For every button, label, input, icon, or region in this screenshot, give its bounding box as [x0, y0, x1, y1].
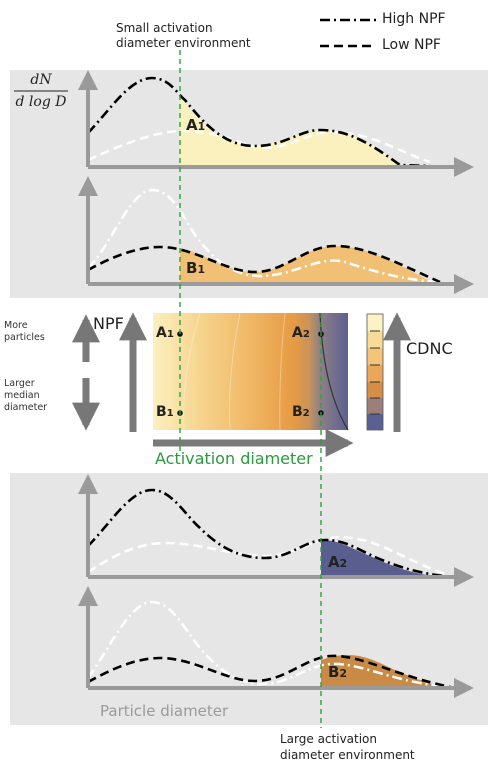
curve-a2-high-npf [87, 488, 456, 579]
cdnc-color-bar [366, 313, 384, 431]
more-particles-line2: particles [4, 332, 45, 343]
curve-b1-low-npf [87, 244, 441, 284]
larger-median-line2: median [4, 390, 40, 401]
panel-b1 [78, 176, 474, 294]
area-b2 [321, 654, 450, 688]
panel-label-b2: B2 [328, 663, 347, 681]
panel-b2 [78, 586, 474, 698]
panel-label-a1: A1 [186, 116, 206, 134]
y-label-numerator: dN [30, 72, 52, 88]
activation-diameter-label: Activation diameter [155, 449, 313, 468]
cdnc-label: CDNC [406, 339, 453, 358]
heat-label-b2: B2 [292, 404, 310, 420]
panel-label-a2: A2 [328, 553, 348, 571]
area-b1 [180, 246, 430, 284]
larger-median-line1: Larger [4, 378, 35, 389]
top-panel-background [10, 70, 488, 298]
more-particles-line1: More [4, 320, 28, 331]
legend-high-npf: High NPF [382, 11, 446, 27]
x-axis-label: Particle diameter [100, 702, 229, 720]
curve-b2-low-npf [87, 654, 456, 690]
curve-a2-low-npf [87, 535, 446, 576]
heat-map [153, 312, 349, 431]
panel-label-b1: B1 [186, 259, 205, 277]
curve-a1-high-npf [87, 76, 431, 168]
heat-label-b1: B1 [156, 404, 174, 420]
top-caption-line2: diameter environment [116, 36, 251, 50]
larger-median-line3: diameter [4, 402, 48, 413]
npf-label: NPF [93, 314, 124, 333]
curve-b2-high-npf [86, 600, 456, 690]
legend-low-npf: Low NPF [382, 37, 441, 53]
bottom-caption-line2: diameter environment [280, 748, 415, 762]
bottom-caption-line1: Large activation [280, 732, 378, 746]
top-caption-line1: Small activation [116, 21, 213, 35]
curve-a1-low-npf [87, 129, 431, 164]
heat-label-a1: A1 [156, 325, 174, 341]
heat-label-a2: A2 [292, 325, 310, 341]
curve-b1-high-npf [87, 188, 441, 284]
activation-boundary [319, 312, 349, 431]
area-a1 [180, 96, 410, 167]
panel-a2 [78, 474, 474, 587]
y-label-denominator: d log D [15, 94, 67, 110]
panel-a1 [78, 70, 474, 177]
area-a2 [321, 540, 445, 577]
